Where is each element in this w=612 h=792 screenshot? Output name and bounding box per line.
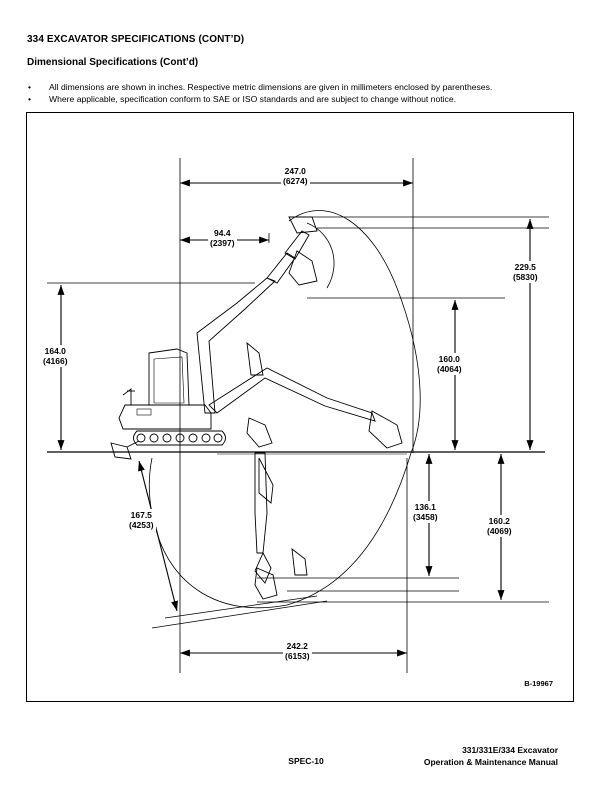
excavator-diagram [47, 158, 549, 673]
dim-slope-dig-depth: 167.5 (4253) [127, 509, 156, 531]
dim-swing-offset: 94.4 (2397) [208, 227, 237, 249]
note-item: • Where applicable, specification confor… [27, 93, 587, 105]
dig-bucket [254, 567, 278, 600]
figure-code: B-19967 [524, 679, 553, 688]
ground-bucket [246, 417, 273, 448]
dig-arm [254, 452, 308, 600]
dim-reach-at-depth: 242.2 (6153) [283, 640, 312, 662]
undercarriage [133, 430, 226, 446]
page-title: 334 EXCAVATOR SPECIFICATIONS (CONT’D) [27, 34, 245, 45]
upper-structure [118, 404, 212, 430]
dim-dump-height: 160.0 (4064) [435, 353, 464, 375]
dozer-blade [110, 442, 132, 460]
dim-max-height: 229.5 (5830) [511, 261, 540, 283]
dim-vertical-dig-depth: 136.1 (3458) [411, 501, 440, 523]
page-number: SPEC-10 [288, 756, 324, 766]
bullet-icon: • [28, 82, 32, 92]
note-item: • All dimensions are shown in inches. Re… [27, 81, 587, 93]
notes-list: • All dimensions are shown in inches. Re… [27, 81, 587, 105]
note-text: Where applicable, specification conform … [49, 94, 456, 104]
raised-boom [196, 216, 318, 414]
dim-arrow-167 [138, 460, 178, 612]
dimension-figure: 247.0 (6274) 94.4 (2397) 229.5 (5830) 16… [26, 112, 574, 702]
bucket-arc [306, 222, 335, 289]
dim-max-dig-depth: 160.2 (4069) [485, 515, 514, 537]
bullet-icon: • [28, 94, 32, 104]
section-subtitle: Dimensional Specifications (Cont’d) [27, 57, 199, 68]
dim-operating-height: 164.0 (4166) [41, 345, 70, 367]
raised-bucket [288, 250, 318, 286]
reach-envelope-arc [148, 210, 421, 609]
note-text: All dimensions are shown in inches. Resp… [49, 82, 493, 92]
manual-title: 331/331E/334 Excavator Operation & Maint… [423, 745, 558, 767]
reach-arm [208, 341, 403, 449]
excavator-machine [110, 348, 226, 460]
operator-cab [148, 348, 190, 406]
dim-max-reach: 247.0 (6274) [281, 165, 310, 187]
slope-line [151, 600, 328, 629]
